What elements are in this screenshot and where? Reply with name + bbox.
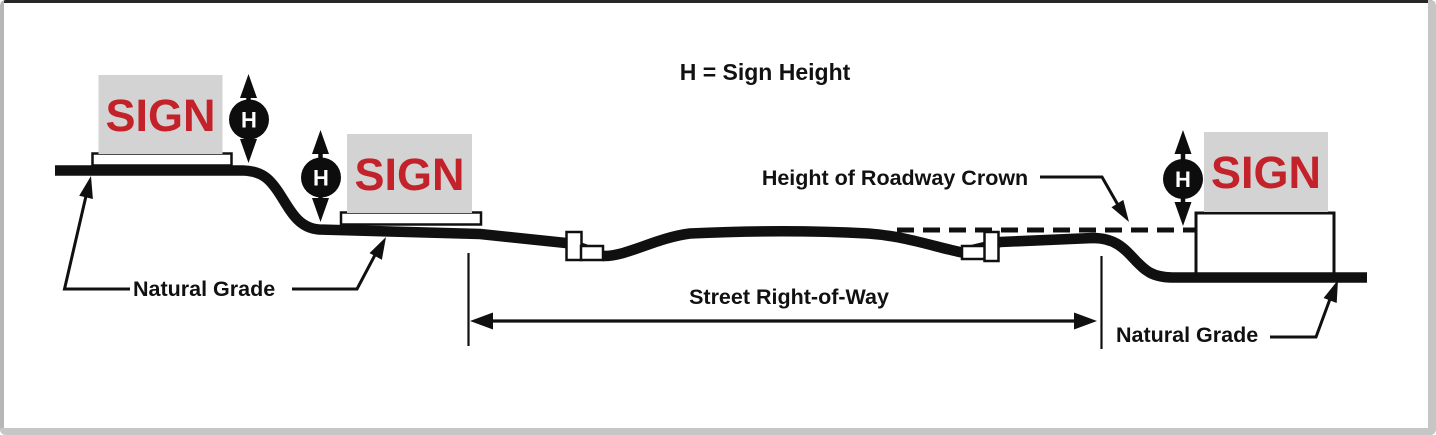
arrow-down-icon bbox=[240, 139, 257, 163]
arrow-up-icon bbox=[240, 74, 257, 98]
natural-grade-left-callout: Natural Grade bbox=[62, 176, 386, 301]
natural-grade-left-label: Natural Grade bbox=[133, 277, 275, 301]
h-circle bbox=[1163, 159, 1203, 199]
leader-arrow-icon bbox=[1111, 199, 1129, 222]
left-curb bbox=[565, 230, 605, 262]
h-marker-middle: H bbox=[301, 130, 341, 222]
sign-label: SIGN bbox=[105, 90, 215, 141]
sign-label: SIGN bbox=[1211, 147, 1321, 198]
natural-grade-right-callout: Natural Grade bbox=[1116, 280, 1338, 347]
h-symbol: H bbox=[1175, 167, 1191, 192]
sign-panel-right: SIGN bbox=[1204, 132, 1328, 212]
arrow-down-icon bbox=[312, 198, 329, 222]
arrow-right-icon bbox=[1074, 312, 1097, 330]
sign-height-legend: H = Sign Height bbox=[680, 59, 851, 85]
leader-line bbox=[292, 254, 377, 291]
sign-panel-middle: SIGN bbox=[339, 134, 483, 226]
sign-face bbox=[98, 75, 223, 154]
natural-grade-right-label: Natural Grade bbox=[1116, 323, 1258, 347]
arrow-down-icon bbox=[1174, 202, 1192, 226]
sign-label: SIGN bbox=[354, 149, 464, 200]
leader-arrow-icon bbox=[1323, 280, 1338, 303]
sign-face bbox=[1204, 132, 1328, 212]
h-marker-left: H bbox=[229, 74, 269, 163]
h-symbol: H bbox=[313, 166, 329, 191]
arrow-up-icon bbox=[312, 130, 329, 154]
ground-profile bbox=[55, 165, 1367, 283]
leader-line bbox=[1040, 175, 1120, 206]
h-marker-right: H bbox=[1163, 130, 1203, 226]
arrow-up-icon bbox=[1174, 130, 1192, 154]
arrow-left-icon bbox=[470, 312, 493, 330]
right-curb bbox=[960, 230, 1000, 263]
leader-line bbox=[62, 195, 130, 291]
sign-face bbox=[347, 134, 472, 213]
roadway-crown-callout: Height of Roadway Crown bbox=[762, 166, 1129, 222]
roadway-crown-label: Height of Roadway Crown bbox=[762, 166, 1028, 190]
sign-base bbox=[339, 211, 483, 226]
street-row-dimension: Street Right-of-Way bbox=[467, 253, 1103, 349]
h-circle bbox=[301, 157, 341, 198]
leader-arrow-icon bbox=[369, 237, 386, 260]
h-symbol: H bbox=[241, 108, 257, 133]
right-sign-pedestal bbox=[1194, 208, 1336, 277]
sign-panel-left: SIGN bbox=[91, 75, 233, 167]
leader-line bbox=[1270, 298, 1332, 339]
h-circle bbox=[229, 99, 269, 140]
sign-base bbox=[91, 152, 233, 167]
leader-arrow-icon bbox=[79, 176, 93, 199]
street-row-label: Street Right-of-Way bbox=[689, 285, 889, 309]
